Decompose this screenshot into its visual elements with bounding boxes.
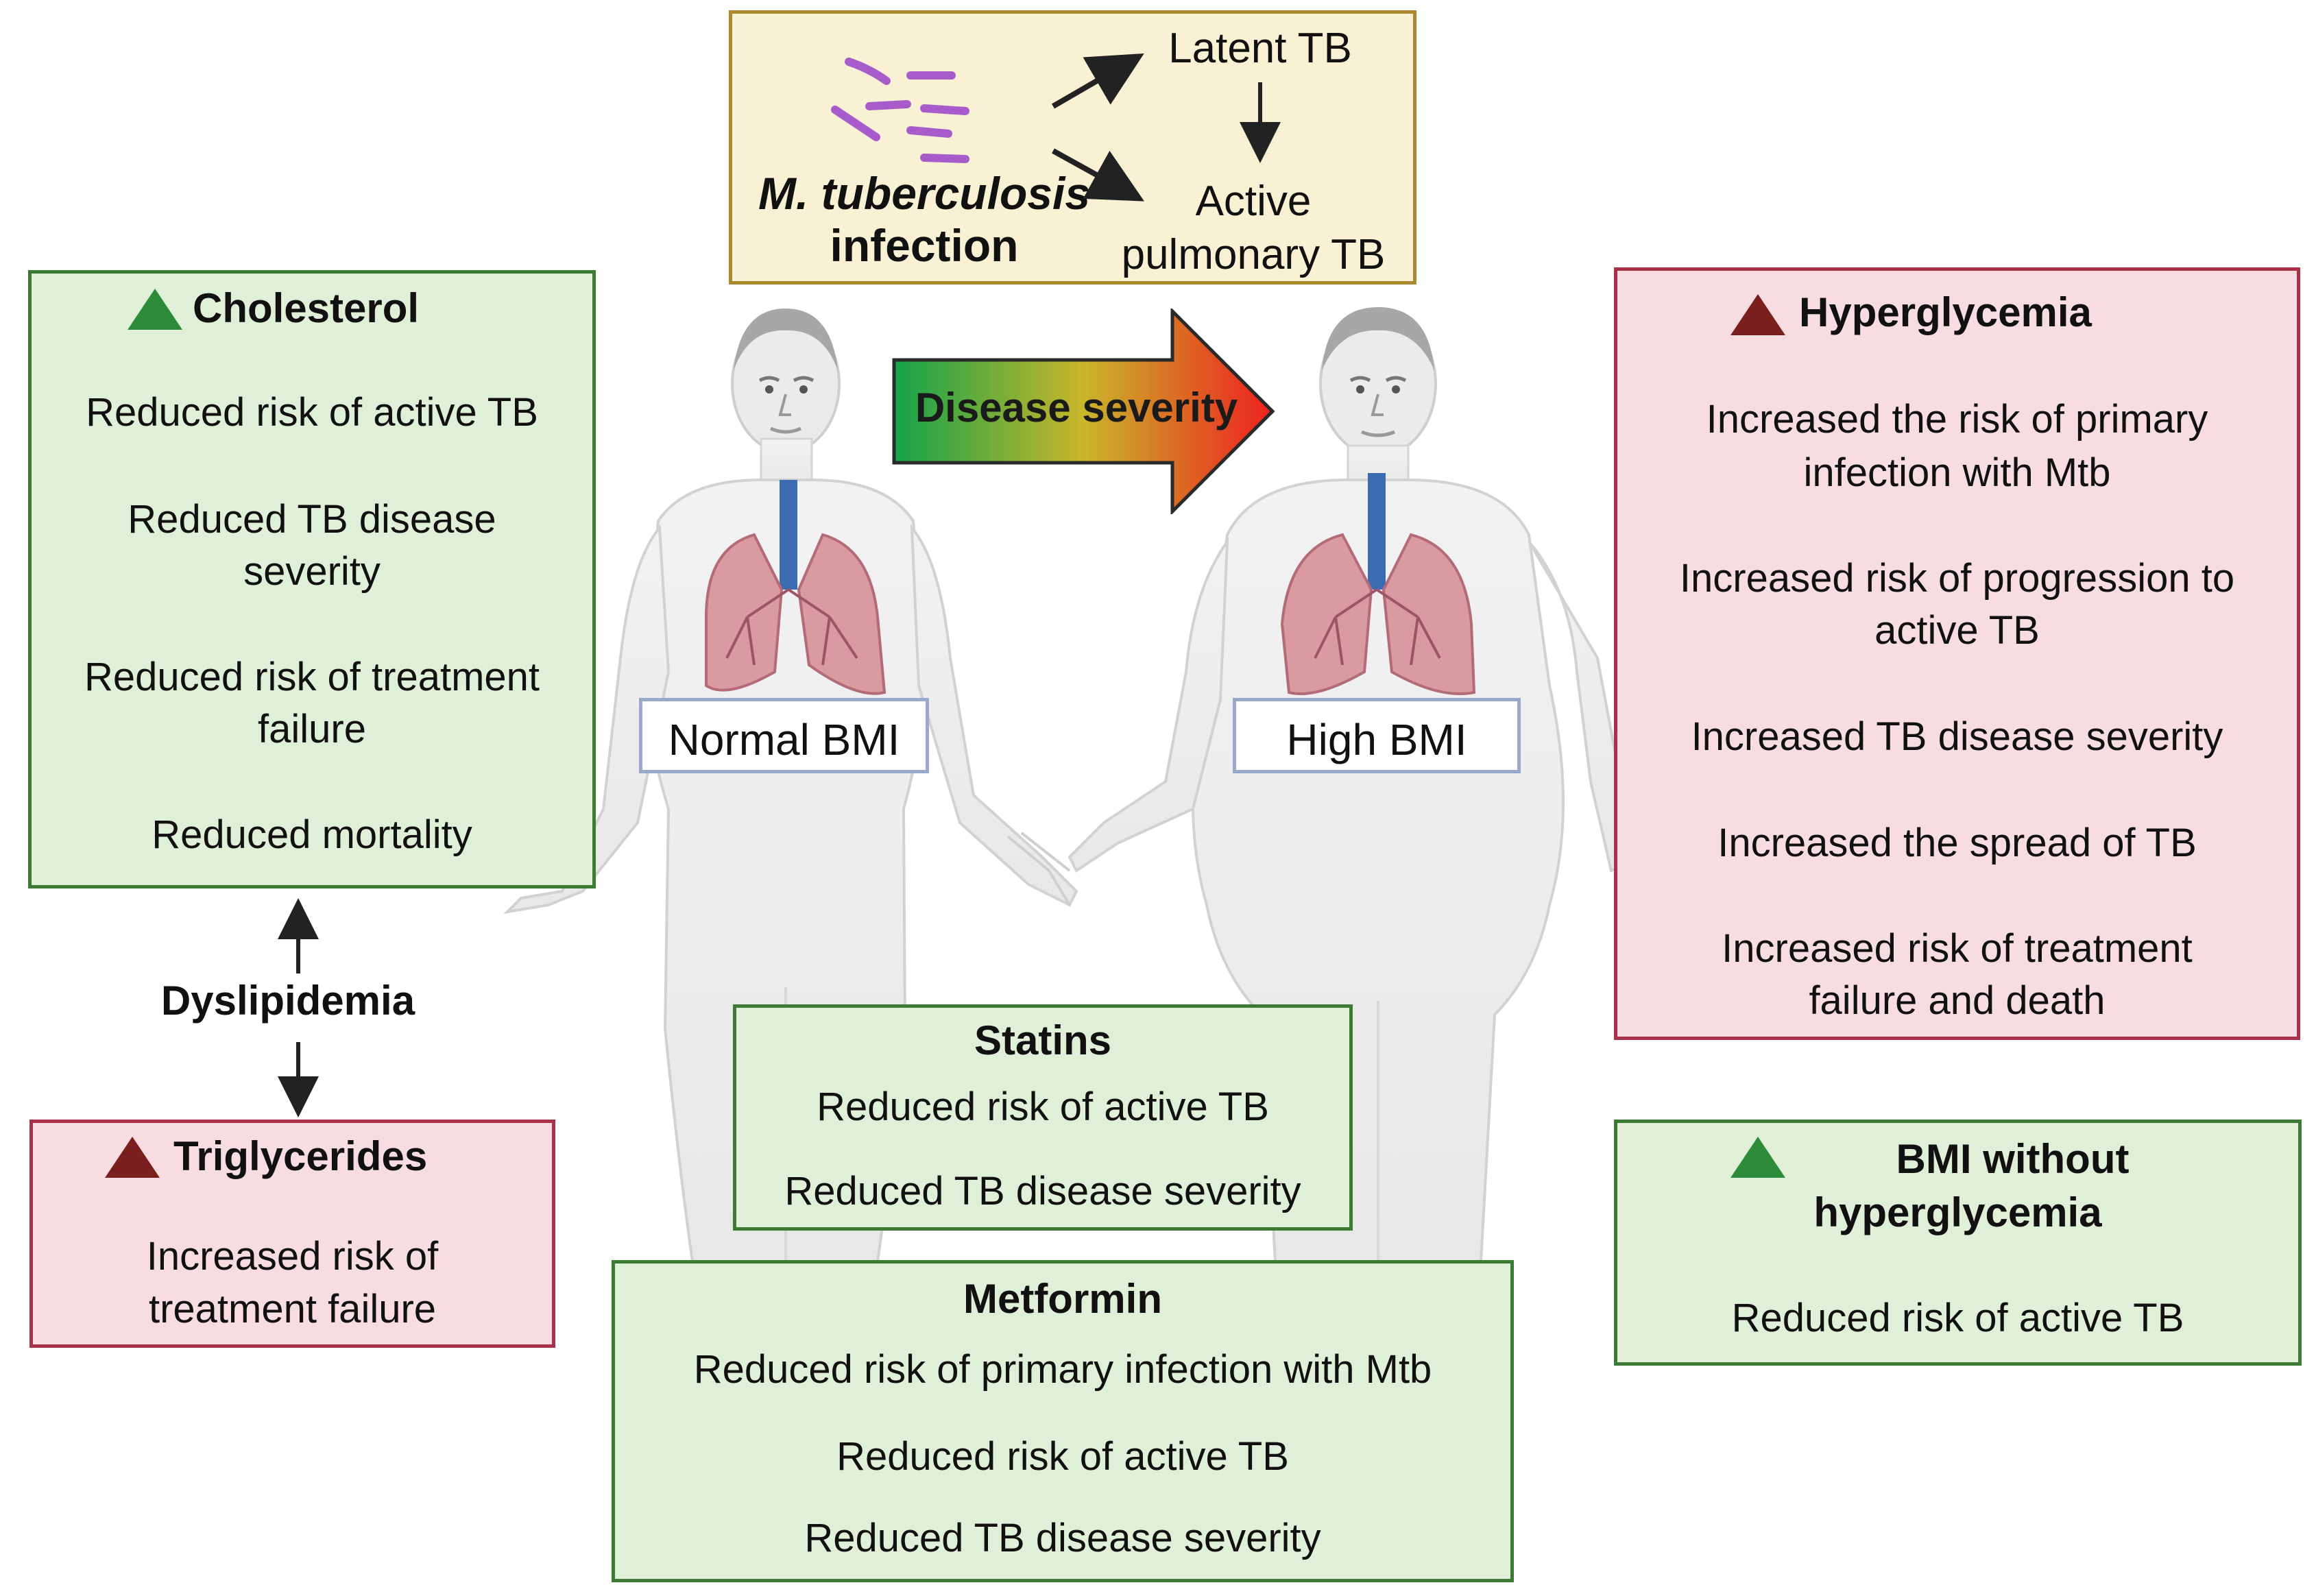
agent-name: M. tuberculosis xyxy=(758,168,1091,219)
statins-item: Reduced risk of active TB xyxy=(817,1085,1269,1129)
cholesterol-title: Cholesterol xyxy=(193,285,420,331)
metformin-item: Reduced risk of primary infection with M… xyxy=(693,1347,1432,1392)
cholesterol-item: Reduced risk of active TB xyxy=(86,390,538,435)
metformin-title: Metformin xyxy=(963,1276,1162,1322)
bmi-without-title-line2: hyperglycemia xyxy=(1813,1189,2102,1235)
hyperglycemia-item: Increased TB disease severity xyxy=(1691,714,2223,759)
bacteria-icon xyxy=(831,58,969,163)
hyperglycemia-item: active TB xyxy=(1874,608,2040,653)
cholesterol-item: failure xyxy=(258,707,366,751)
triglycerides-item: treatment failure xyxy=(148,1287,437,1331)
active-tb-label-line1: Active xyxy=(1195,178,1312,225)
metformin-box: Metformin Reduced risk of primary infect… xyxy=(612,1260,1514,1582)
hyperglycemia-item: infection with Mtb xyxy=(1803,450,2111,495)
high-bmi-label: High BMI xyxy=(1233,698,1521,773)
metformin-item: Reduced TB disease severity xyxy=(804,1516,1321,1560)
severity-arrow-label: Disease severity xyxy=(915,385,1238,431)
metformin-item: Reduced risk of active TB xyxy=(836,1434,1289,1479)
dyslipidemia-arrows xyxy=(278,898,319,1117)
hyperglycemia-title: Hyperglycemia xyxy=(1799,289,2092,335)
severity-arrow: Disease severity xyxy=(891,309,1275,514)
statins-box: Statins Reduced risk of active TB Reduce… xyxy=(733,1004,1353,1231)
hyperglycemia-item: Increased risk of treatment xyxy=(1722,926,2193,971)
bmi-without-title-line1: BMI without xyxy=(1896,1136,2130,1182)
cholesterol-item: Reduced mortality xyxy=(152,812,472,857)
statins-item: Reduced TB disease severity xyxy=(784,1169,1301,1213)
bmi-without-hyperglycemia-box: BMI without hyperglycemia Reduced risk o… xyxy=(1614,1120,2302,1366)
cholesterol-box: Cholesterol Reduced risk of active TB Re… xyxy=(28,270,596,888)
cholesterol-item: severity xyxy=(243,549,381,594)
triglycerides-item: Increased risk of xyxy=(146,1234,439,1279)
increase-triangle-icon xyxy=(105,1137,160,1178)
increase-triangle-icon xyxy=(128,289,182,330)
cholesterol-item: Reduced TB disease xyxy=(128,497,496,542)
normal-bmi-text: Normal BMI xyxy=(668,715,900,764)
active-tb-label-line2: pulmonary TB xyxy=(1121,230,1386,278)
triglycerides-box: Triglycerides Increased risk of treatmen… xyxy=(29,1120,555,1348)
hyperglycemia-item: Increased the risk of primary xyxy=(1706,397,2208,442)
hyperglycemia-item: Increased risk of progression to xyxy=(1679,556,2235,601)
increase-triangle-icon xyxy=(1730,294,1785,335)
cholesterol-item: Reduced risk of treatment xyxy=(84,655,540,699)
latent-tb-label: Latent TB xyxy=(1168,25,1352,72)
high-bmi-text: High BMI xyxy=(1286,715,1467,764)
dyslipidemia-label: Dyslipidemia xyxy=(160,978,415,1024)
bmi-without-item: Reduced risk of active TB xyxy=(1731,1296,2184,1340)
triglycerides-title: Triglycerides xyxy=(173,1133,428,1179)
infection-box: M. tuberculosis infection Latent TB Acti… xyxy=(729,10,1416,285)
agent-infection-label: infection xyxy=(830,219,1019,271)
hyperglycemia-box: Hyperglycemia Increased the risk of prim… xyxy=(1614,267,2300,1040)
hyperglycemia-item: Increased the spread of TB xyxy=(1717,821,2197,865)
statins-title: Statins xyxy=(974,1017,1112,1063)
increase-triangle-icon xyxy=(1730,1137,1785,1178)
infection-arrows xyxy=(1051,53,1281,202)
normal-bmi-label: Normal BMI xyxy=(639,698,929,773)
hyperglycemia-item: failure and death xyxy=(1809,978,2106,1023)
